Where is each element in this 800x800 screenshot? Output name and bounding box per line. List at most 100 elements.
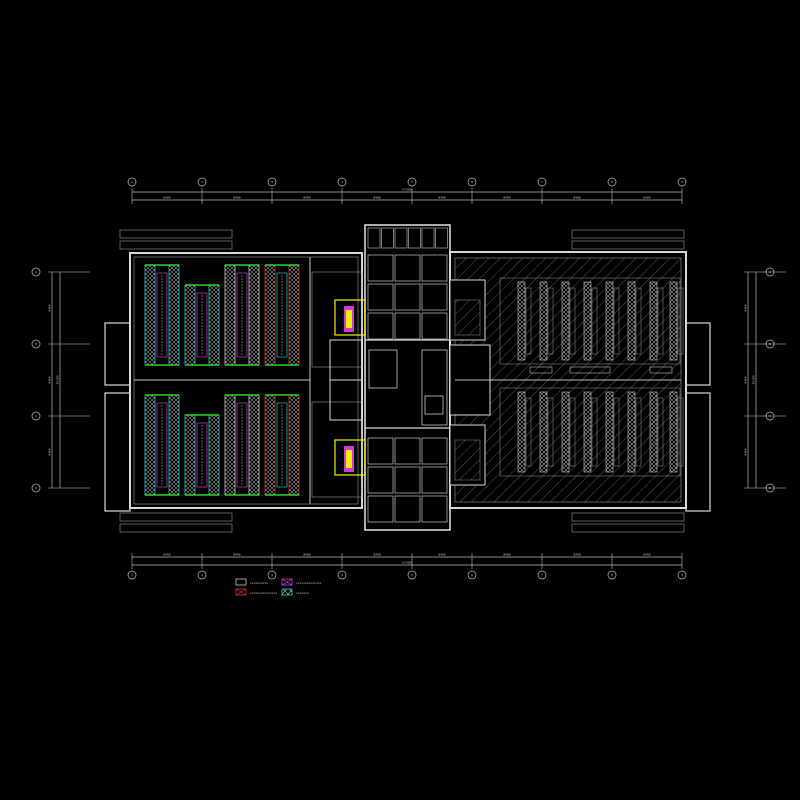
rack-aisle — [236, 272, 248, 358]
left-axis-label: C — [35, 414, 37, 418]
top-total-value: 67200 — [402, 188, 411, 192]
top-dim-value: 8400 — [573, 196, 580, 200]
rack-row — [627, 281, 636, 361]
stair-core — [421, 349, 448, 426]
rack-aisle — [156, 272, 168, 358]
rack-column-right — [288, 394, 300, 496]
left-axis-bubble — [31, 411, 41, 421]
rack-row-aisle — [677, 397, 684, 467]
rack-column-left — [224, 264, 236, 366]
bottom-axis-bubble — [197, 570, 207, 580]
bottom-axis-label: 5 — [411, 573, 413, 577]
rack-row-aisle — [591, 397, 598, 467]
rack-row — [669, 391, 678, 473]
left-total-value: 25200 — [56, 375, 60, 384]
rack-row-aisle — [525, 287, 532, 355]
top-axis-bubble — [407, 177, 417, 187]
core-shaft — [421, 437, 448, 465]
top-dim-value: 8400 — [303, 196, 310, 200]
legend-label-2: xxxxxxxxxxxxxx — [296, 581, 321, 585]
rack-row-aisle — [547, 287, 554, 355]
top-dim-value: 8400 — [373, 196, 380, 200]
core-shaft — [367, 283, 394, 311]
top-dim-value: 8400 — [438, 196, 445, 200]
top-axis-label: 9 — [681, 180, 683, 184]
left-axis-label: D — [35, 486, 37, 490]
rack-column-right — [168, 264, 180, 366]
core-top-cell — [367, 227, 381, 249]
left-dim-value: 8400 — [48, 304, 52, 311]
bottom-dim-value: 8400 — [303, 553, 310, 557]
bottom-axis-label: 4 — [341, 573, 343, 577]
core-top-cell — [435, 227, 448, 249]
rack-column-right — [288, 264, 300, 366]
right-total-value: 25200 — [752, 375, 756, 384]
rack-row — [649, 281, 658, 361]
rack-row-aisle — [569, 397, 576, 467]
rack-row — [669, 281, 678, 361]
top-axis-bubble — [467, 177, 477, 187]
rack-column-left — [264, 264, 276, 366]
top-dim-value: 8400 — [233, 196, 240, 200]
rack-row-aisle — [657, 397, 664, 467]
rack-row-aisle — [525, 397, 532, 467]
left-axis-bubble — [31, 339, 41, 349]
left-server-racks — [134, 257, 311, 504]
rack-row — [539, 391, 548, 473]
right-dim-value: 8400 — [744, 376, 748, 383]
top-axis-label: 6 — [471, 180, 473, 184]
rack-zone — [499, 277, 681, 365]
rack-column-left — [264, 394, 276, 496]
rack-row-aisle — [657, 287, 664, 355]
top-dim-value: 8400 — [163, 196, 170, 200]
top-axis-label: 1 — [131, 180, 133, 184]
rack-aisle — [156, 402, 168, 488]
rack-row — [649, 391, 658, 473]
right-axis-bubble — [765, 411, 775, 421]
building-outline — [104, 224, 711, 533]
left-axis-label: B — [35, 342, 37, 346]
core-shaft — [367, 466, 394, 494]
top-axis-label: 2 — [201, 180, 203, 184]
legend: xxxxxxxxxx xxxxxxxxxxxxxx xxxxxxxxxxxxxx… — [235, 578, 321, 596]
core-top-cell — [381, 227, 394, 249]
left-axis-label: A — [35, 270, 37, 274]
rack-column-left — [224, 394, 236, 496]
bottom-axis-bubble — [537, 570, 547, 580]
rack-aisle — [196, 422, 208, 488]
right-axis-label: C — [769, 414, 771, 418]
middle-rooms — [311, 271, 366, 498]
core-top-cell — [421, 227, 435, 249]
top-axis-label: 4 — [341, 180, 343, 184]
rack-row-aisle — [635, 397, 642, 467]
rack-aisle — [276, 272, 288, 358]
bottom-axis-bubble — [267, 570, 277, 580]
core-shaft — [421, 495, 448, 523]
core-shaft — [367, 437, 394, 465]
right-rooms — [449, 279, 681, 486]
rack-row — [517, 281, 526, 361]
core-top-cell — [394, 227, 408, 249]
rack-row — [583, 391, 592, 473]
core-top-cell — [408, 227, 421, 249]
legend-item-2: xxxxxxxxxxxxxx — [281, 578, 321, 586]
core-shaft — [394, 466, 421, 494]
rack-row — [561, 281, 570, 361]
bottom-axis-bubble — [127, 570, 137, 580]
top-axis-bubble — [337, 177, 347, 187]
top-axis-bubble — [267, 177, 277, 187]
left-dim-value: 8400 — [48, 376, 52, 383]
rack-row-aisle — [569, 287, 576, 355]
core-shaft-grid — [365, 227, 450, 523]
top-axis-label: 3 — [271, 180, 273, 184]
bottom-axis-label: 2 — [201, 573, 203, 577]
rack-column-right — [248, 394, 260, 496]
rack-row — [627, 391, 636, 473]
core-shaft — [394, 283, 421, 311]
rack-row — [517, 391, 526, 473]
rack-column-left — [184, 414, 196, 496]
lift — [424, 395, 444, 415]
